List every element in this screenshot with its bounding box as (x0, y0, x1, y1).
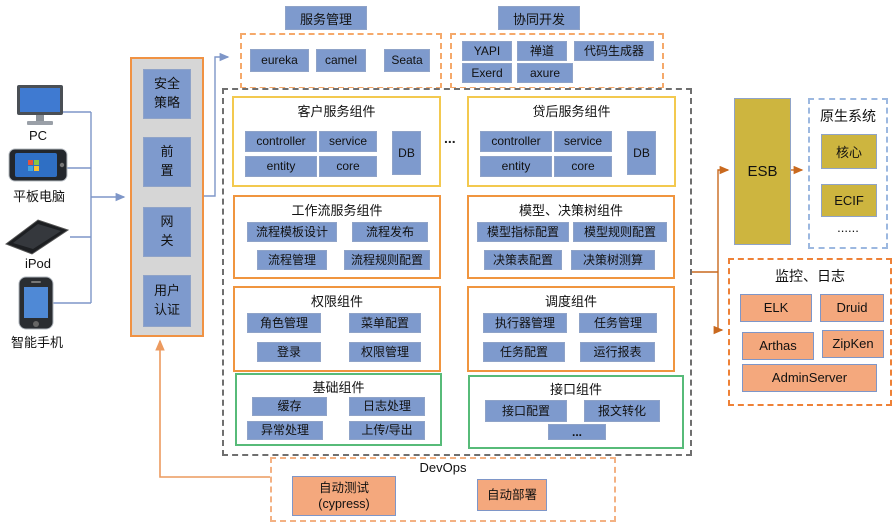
group-title: 贷后服务组件 (532, 104, 611, 119)
node-process-rule-config: 流程规则配置 (344, 250, 430, 270)
node-process-publish: 流程发布 (352, 222, 428, 242)
node-camel: camel (316, 49, 366, 72)
collab-dev-group: YAPI 禅道 代码生成器 Exerd axure (450, 33, 664, 89)
node-process-mgmt: 流程管理 (257, 250, 327, 270)
node-interface-config: 接口配置 (485, 400, 567, 422)
node-permission-mgmt: 权限管理 (349, 342, 421, 362)
node-entity: entity (245, 156, 317, 177)
node-upload-export: 上传/导出 (349, 421, 425, 440)
postloan-service-group: 贷后服务组件 controller service entity core DB (467, 96, 676, 187)
service-mgmt-group: eureka camel Seata (240, 33, 442, 89)
node-exerd: Exerd (462, 63, 512, 83)
node-yapi: YAPI (462, 41, 512, 61)
node-auto-deploy: 自动部署 (477, 479, 547, 511)
node-model-metric-config: 模型指标配置 (477, 222, 569, 242)
esb-node: ESB (734, 98, 791, 245)
node-task-config: 任务配置 (483, 342, 565, 362)
platform-ellipsis: ... (444, 130, 456, 146)
node-elk: ELK (740, 294, 812, 322)
node-druid: Druid (820, 294, 884, 322)
node-login: 登录 (257, 342, 321, 362)
node-user-auth: 用户 认证 (143, 275, 191, 327)
node-db: DB (627, 131, 656, 175)
model-decision-group: 模型、决策树组件 模型指标配置 模型规则配置 决策表配置 决策树测算 (467, 195, 675, 279)
native-systems-group: 原生系统 核心 ECIF ...... (808, 98, 888, 249)
group-title: 模型、决策树组件 (518, 203, 623, 218)
node-process-template-design: 流程模板设计 (247, 222, 337, 242)
workflow-group: 工作流服务组件 流程模板设计 流程发布 流程管理 流程规则配置 (233, 195, 441, 279)
node-core-system: 核心 (821, 134, 877, 169)
schedule-group: 调度组件 执行器管理 任务管理 任务配置 运行报表 (467, 286, 675, 372)
node-run-report: 运行报表 (580, 342, 655, 362)
node-gateway: 网 关 (143, 207, 191, 257)
monitoring-group: 监控、日志 ELK Druid Arthas ZipKen AdminServe… (728, 258, 892, 406)
group-title: 原生系统 (820, 108, 876, 124)
node-adminserver: AdminServer (742, 364, 877, 392)
node-entity: entity (480, 156, 552, 177)
node-controller: controller (480, 131, 552, 152)
smartphone-icon (18, 276, 56, 332)
node-decision-tree-calc: 决策树测算 (571, 250, 655, 270)
group-title: 客户服务组件 (297, 104, 376, 119)
permission-group: 权限组件 角色管理 菜单配置 登录 权限管理 (233, 286, 441, 372)
group-title: 监控、日志 (775, 268, 845, 284)
device-label-ipod: iPod (24, 256, 52, 271)
devops-group: DevOps 自动测试 (cypress) 自动部署 (270, 457, 616, 522)
node-executor-mgmt: 执行器管理 (483, 313, 567, 333)
node-core: core (554, 156, 612, 177)
node-auto-test: 自动测试 (cypress) (292, 476, 396, 516)
interface-group: 接口组件 接口配置 报文转化 ... (468, 375, 684, 449)
node-log-handling: 日志处理 (349, 397, 425, 416)
node-security-policy: 安全 策略 (143, 69, 191, 119)
node-zipken: ZipKen (822, 330, 884, 358)
native-more: ...... (837, 220, 859, 235)
group-title: 工作流服务组件 (291, 203, 383, 218)
node-axure: axure (517, 63, 573, 83)
node-controller: controller (245, 131, 317, 152)
service-mgmt-title: 服务管理 (285, 6, 367, 30)
device-label-pc: PC (28, 128, 48, 143)
collab-dev-title: 协同开发 (498, 6, 580, 30)
node-menu-config: 菜单配置 (349, 313, 421, 333)
node-exception-handling: 异常处理 (247, 421, 323, 440)
group-title: 调度组件 (544, 294, 597, 309)
node-seata: Seata (384, 49, 430, 72)
group-title: 基础组件 (312, 380, 365, 395)
node-arthas: Arthas (742, 332, 814, 360)
node-message-transform: 报文转化 (584, 400, 660, 422)
node-task-mgmt: 任务管理 (579, 313, 657, 333)
node-service: service (554, 131, 612, 152)
node-zentao: 禅道 (517, 41, 567, 61)
node-role-mgmt: 角色管理 (247, 313, 321, 333)
node-core: core (319, 156, 377, 177)
tablet-icon (8, 148, 68, 184)
node-ecif: ECIF (821, 184, 877, 217)
group-title: 权限组件 (310, 294, 363, 309)
node-cache: 缓存 (252, 397, 327, 416)
base-group: 基础组件 缓存 日志处理 异常处理 上传/导出 (235, 373, 442, 446)
pc-icon (14, 84, 66, 128)
device-label-tablet: 平板电脑 (12, 189, 65, 204)
group-title: 接口组件 (549, 382, 602, 397)
ipod-icon (4, 216, 70, 256)
node-db: DB (392, 131, 421, 175)
node-model-rule-config: 模型规则配置 (573, 222, 667, 242)
node-interface-more: ... (548, 424, 606, 440)
node-service: service (319, 131, 377, 152)
customer-service-group: 客户服务组件 controller service entity core DB (232, 96, 441, 187)
device-label-smartphone: 智能手机 (10, 335, 63, 350)
group-title: DevOps (419, 460, 467, 475)
node-decision-table-config: 决策表配置 (484, 250, 562, 270)
node-code-generator: 代码生成器 (574, 41, 654, 61)
node-front: 前 置 (143, 137, 191, 187)
gateway-stack: 安全 策略 前 置 网 关 用户 认证 (130, 57, 204, 337)
node-eureka: eureka (250, 49, 309, 72)
